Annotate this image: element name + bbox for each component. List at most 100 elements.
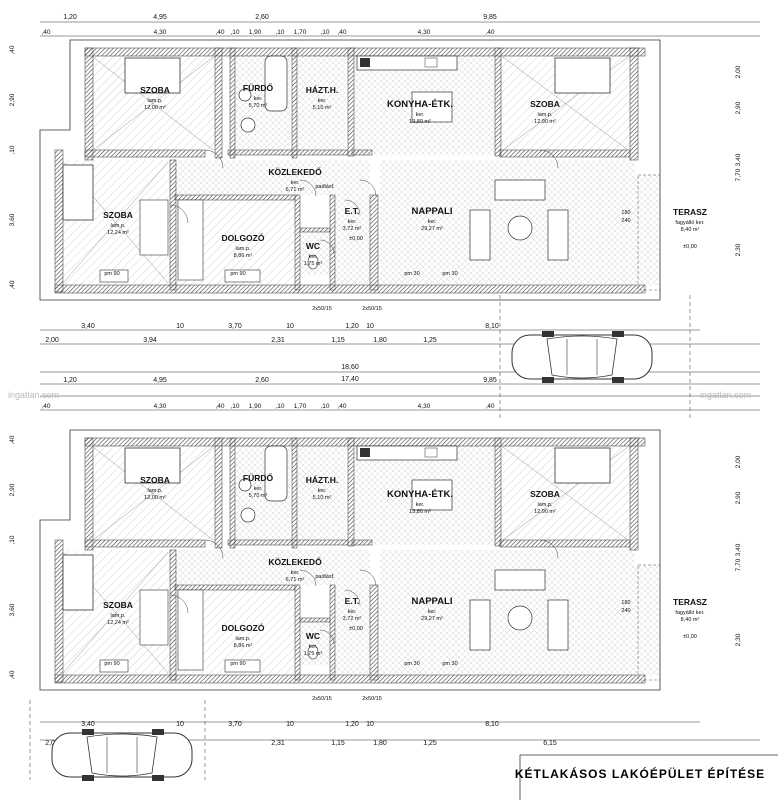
room-name: KÖZLEKEDŐ: [268, 166, 322, 177]
dimension-label: 1,80: [373, 740, 387, 747]
parapet-label: pm 30: [442, 271, 457, 277]
parapet-label: pm 90: [104, 271, 119, 277]
dimension-label: 1,20: [63, 14, 77, 21]
room-name: NAPPALI: [412, 206, 453, 217]
dimension-label: 10: [366, 323, 374, 330]
room-floor-type: ker.: [416, 112, 425, 118]
project-title: KÉTLAKÁSOS LAKÓÉPÜLET ÉPÍTÉSE: [515, 766, 765, 781]
room-floor-type: ker.: [318, 488, 327, 494]
dimension-label: 2,00: [45, 740, 59, 747]
parapet-label: pm 30: [404, 271, 419, 277]
room-name: DOLGOZÓ: [222, 622, 265, 633]
dimension-label: ,40: [215, 403, 224, 410]
stair-label: 2x50/15: [362, 696, 382, 702]
room-area: 6,71 m²: [286, 577, 305, 583]
dimension-label: 4,95: [153, 14, 167, 21]
room-area: 3,72 m²: [343, 226, 362, 232]
dimension-label: 8,10: [485, 721, 499, 728]
dimension-label: 3,94: [143, 337, 157, 344]
stair-label: 2x50/15: [312, 306, 332, 312]
dimension-label: ,10: [9, 535, 16, 544]
room-area: 6,71 m²: [286, 187, 305, 193]
room-name: E.T.: [345, 206, 360, 216]
room-area: 1,75 m²: [304, 651, 323, 657]
dimension-label: ,10: [230, 29, 239, 36]
carport-outline: [29, 295, 691, 780]
dimension-label: ,40: [485, 29, 494, 36]
dimension-label: 2,60: [255, 377, 269, 384]
room-area: 12,90 m²: [534, 509, 556, 515]
dimension-label: 10: [286, 323, 294, 330]
room-area: 29,27 m²: [421, 616, 443, 622]
room-area: 8,40 m²: [681, 617, 700, 623]
top-dimensions: [40, 21, 760, 741]
room-name: NAPPALI: [412, 596, 453, 607]
car-icon: [51, 729, 193, 781]
room-floor-type: ker.: [254, 486, 263, 492]
dimension-label: 2,90: [735, 101, 742, 114]
dimension-label: 2,00: [45, 337, 59, 344]
room-name: KÖZLEKEDŐ: [268, 556, 322, 567]
room-floor-type: ker.: [318, 98, 327, 104]
room-area: 12,00 m²: [144, 105, 166, 111]
room-name: SZOBA: [530, 489, 560, 499]
parapet-label: pm 90: [104, 661, 119, 667]
room-floor-type: lam.p.: [148, 488, 163, 494]
room-floor-type: ker.: [428, 609, 437, 615]
stair-label: 2x50/15: [362, 306, 382, 312]
room-floor-type: ker.: [348, 609, 357, 615]
dimension-label: ,40: [9, 280, 16, 289]
dimension-label: 10: [176, 721, 184, 728]
dimension-label: 3,40: [81, 323, 95, 330]
room-floor-type: lam.p.: [236, 246, 251, 252]
room-floor-type: lam.p.: [148, 98, 163, 104]
room-name: WC: [306, 241, 320, 251]
dimension-label: 2,30: [735, 243, 742, 256]
dimension-label: 4,95: [153, 377, 167, 384]
dimension-label: 9,85: [483, 14, 497, 21]
dimension-label: 2,60: [255, 14, 269, 21]
room-area: 8,86 m²: [234, 643, 253, 649]
room-floor-type: lam.p.: [111, 223, 126, 229]
room-area: 1,75 m²: [304, 261, 323, 267]
dimension-label: ,40: [9, 435, 16, 444]
stair-label: 2x50/15: [312, 696, 332, 702]
room-name: TERASZ: [673, 597, 707, 607]
dimension-label: 1,15: [331, 740, 345, 747]
dimension-label: 2,30: [735, 633, 742, 646]
room-floor-type: lam.p.: [538, 112, 553, 118]
dimension-label: ,10: [9, 145, 16, 154]
room-area: 5,10 m²: [313, 495, 332, 501]
dimension-label: ,40: [215, 29, 224, 36]
room-name: SZOBA: [103, 600, 133, 610]
dimension-label: 18,60: [341, 364, 359, 371]
dimension-label: 3,40: [81, 721, 95, 728]
dimension-label: ,10: [320, 29, 329, 36]
dimension-label: 3,70: [228, 323, 242, 330]
dimension-label: 3,60: [9, 213, 16, 226]
car-icon: [511, 331, 653, 383]
dimension-label: 10: [286, 721, 294, 728]
dimension-label: 7,70: [735, 558, 742, 571]
room-area: 8,86 m²: [234, 253, 253, 259]
dimension-label: ,10: [275, 29, 284, 36]
dimension-label: 3,60: [9, 603, 16, 616]
title-block: KÉTLAKÁSOS LAKÓÉPÜLET ÉPÍTÉSE: [515, 754, 778, 800]
room-area: 13,80 m²: [409, 509, 431, 515]
room-floor-type: lam.p.: [538, 502, 553, 508]
room-floor-type: ker.: [254, 96, 263, 102]
room-area: 12,90 m²: [534, 119, 556, 125]
dimension-label: ,40: [9, 45, 16, 54]
parapet-label: pm 30: [404, 661, 419, 667]
opening-label: 240: [621, 608, 630, 614]
room-floor-type: ker.: [416, 502, 425, 508]
room-name: FÜRDŐ: [243, 82, 274, 93]
room-name: DOLGOZÓ: [222, 232, 265, 243]
room-floor-type: ker.: [309, 644, 318, 650]
parapet-label: pm 90: [230, 661, 245, 667]
dimension-label: 1,70: [294, 29, 307, 36]
room-name: HÁZT.H.: [306, 85, 339, 95]
room-area: 12,24 m²: [107, 620, 129, 626]
dimension-label: ,40: [9, 670, 16, 679]
